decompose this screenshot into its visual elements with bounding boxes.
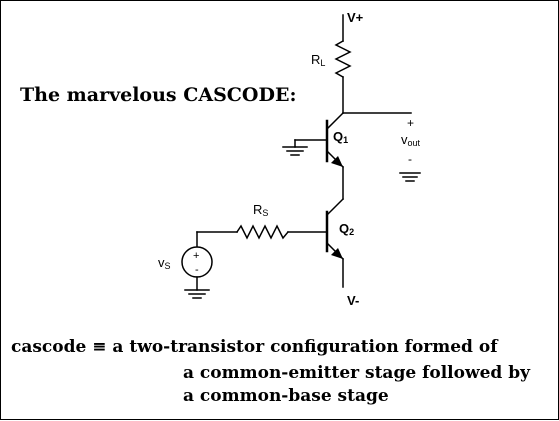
slide-heading: The marvelous CASCODE: <box>20 84 297 106</box>
vout-plus-label: + <box>407 116 414 130</box>
q1-label: Q1 <box>333 129 348 145</box>
rs-label: RS <box>253 202 268 218</box>
ground-vout <box>399 172 421 182</box>
q1-collector <box>325 111 345 131</box>
vout-minus-label: - <box>408 152 412 166</box>
vplus-label: V+ <box>347 10 364 25</box>
caption-line-1: cascode ≡ a two-transistor configuration… <box>11 337 498 357</box>
rl-resistor <box>334 39 352 79</box>
vs-minus-label: - <box>195 264 199 276</box>
rs-resistor <box>235 224 290 240</box>
vout-label: vout <box>401 132 421 148</box>
ground-q1-base <box>282 146 308 156</box>
q2-collector <box>325 197 345 217</box>
ground-source <box>184 289 210 299</box>
vminus-label: V- <box>347 293 359 308</box>
vs-plus-label: + <box>193 250 199 262</box>
q2-emitter-arrow <box>331 248 343 259</box>
vs-label: vS <box>158 255 171 271</box>
q1-emitter-arrow <box>331 156 343 167</box>
q2-label: Q2 <box>339 221 354 237</box>
rl-label: RL <box>311 52 325 68</box>
caption-line-3: a common-base stage <box>183 386 389 406</box>
caption-line-2: a common-emitter stage followed by <box>183 363 530 383</box>
